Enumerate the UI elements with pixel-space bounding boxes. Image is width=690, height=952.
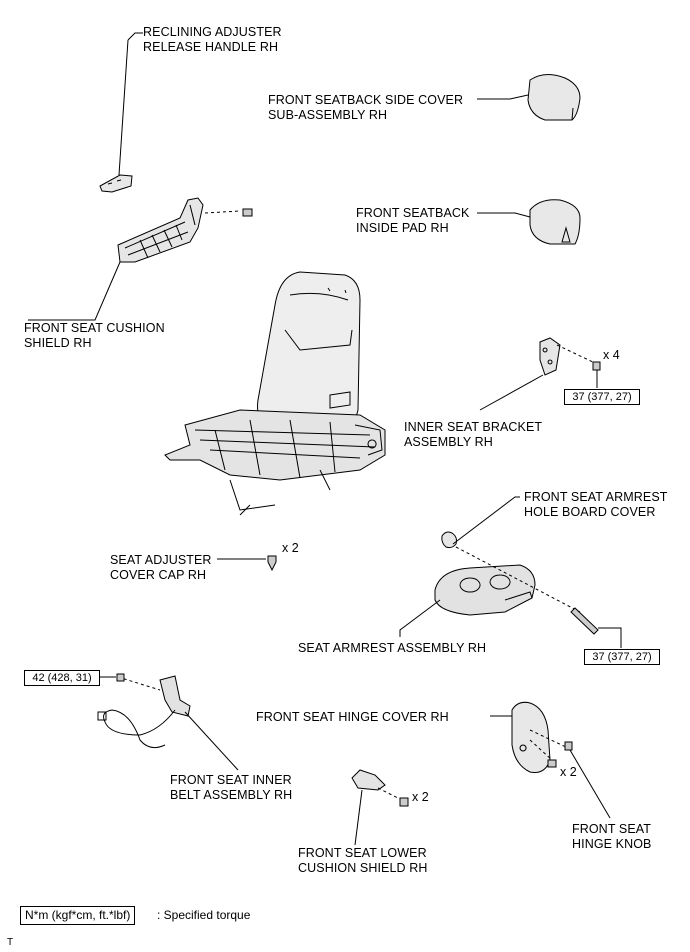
lower-cushion-shield-part — [351, 769, 409, 846]
label-line: FRONT SEAT — [572, 822, 652, 836]
label-seat-cushion-shield: FRONT SEAT CUSHION SHIELD RH — [24, 321, 165, 351]
label-line: HOLE BOARD COVER — [524, 505, 656, 519]
label-armrest-assembly: SEAT ARMREST ASSEMBLY RH — [298, 641, 486, 656]
label-line: RECLINING ADJUSTER — [143, 25, 282, 39]
seat-armrest-assembly-part — [399, 546, 622, 648]
adjuster-cover-cap-part — [217, 555, 277, 572]
label-line: COVER CAP RH — [110, 568, 207, 582]
corner-mark: T — [7, 937, 14, 948]
label-line: FRONT SEAT INNER — [170, 773, 292, 787]
label-reclining-adjuster: RECLINING ADJUSTER RELEASE HANDLE RH — [143, 25, 282, 55]
legend-torque-box: N*m (kgf*cm, ft.*lbf) — [20, 906, 136, 925]
label-line: SEAT ADJUSTER — [110, 553, 212, 567]
qty-cover-cap: x 2 — [282, 541, 299, 555]
label-lower-cushion-shield: FRONT SEAT LOWER CUSHION SHIELD RH — [298, 846, 428, 876]
label-line: ASSEMBLY RH — [404, 435, 493, 449]
qty-hinge-screws: x 2 — [560, 765, 577, 779]
label-line: BELT ASSEMBLY RH — [170, 788, 293, 802]
label-line: FRONT SEAT CUSHION — [24, 321, 165, 335]
inner-seat-bracket-part — [479, 337, 601, 411]
label-line: SEAT ARMREST ASSEMBLY RH — [298, 641, 487, 655]
label-line: FRONT SEATBACK SIDE COVER — [268, 93, 464, 107]
label-hinge-cover: FRONT SEAT HINGE COVER RH — [256, 710, 449, 725]
label-armrest-hole-board: FRONT SEAT ARMREST HOLE BOARD COVER — [524, 490, 668, 520]
label-line: HINGE KNOB — [572, 837, 652, 851]
hinge-cover-part — [490, 701, 611, 819]
seatback-inside-pad-part — [477, 199, 581, 245]
label-line: INSIDE PAD RH — [356, 221, 449, 235]
label-line: FRONT SEATBACK — [356, 206, 470, 220]
label-line: INNER SEAT BRACKET — [404, 420, 543, 434]
label-line: FRONT SEAT HINGE COVER RH — [256, 710, 449, 724]
label-line: FRONT SEAT LOWER — [298, 846, 427, 860]
label-seatback-inside-pad: FRONT SEATBACK INSIDE PAD RH — [356, 206, 469, 236]
label-line: SHIELD RH — [24, 336, 92, 350]
label-seatback-side-cover: FRONT SEATBACK SIDE COVER SUB-ASSEMBLY R… — [268, 93, 463, 123]
label-hinge-knob: FRONT SEAT HINGE KNOB — [572, 822, 652, 852]
torque-box-armrest: 37 (377, 27) — [584, 649, 660, 665]
legend-torque-text: : Specified torque — [157, 908, 251, 922]
label-inner-belt: FRONT SEAT INNER BELT ASSEMBLY RH — [170, 773, 292, 803]
qty-bracket-bolts: x 4 — [603, 348, 620, 362]
label-line: CUSHION SHIELD RH — [298, 861, 428, 875]
label-line: RELEASE HANDLE RH — [143, 40, 279, 54]
label-line: SUB-ASSEMBLY RH — [268, 108, 388, 122]
label-inner-seat-bracket: INNER SEAT BRACKET ASSEMBLY RH — [404, 420, 542, 450]
seat-assembly-part — [164, 271, 386, 516]
inner-belt-assembly-part — [97, 673, 239, 771]
label-adjuster-cover-cap: SEAT ADJUSTER COVER CAP RH — [110, 553, 212, 583]
reclining-adjuster-handle-part — [99, 32, 143, 193]
armrest-hole-board-part — [441, 496, 520, 549]
label-line: FRONT SEAT ARMREST — [524, 490, 668, 504]
seatback-side-cover-part — [477, 74, 581, 121]
cushion-shield-part — [28, 197, 253, 321]
torque-box-bracket: 37 (377, 27) — [564, 389, 640, 405]
torque-box-belt: 42 (428, 31) — [24, 670, 100, 686]
qty-lower-shield-screws: x 2 — [412, 790, 429, 804]
